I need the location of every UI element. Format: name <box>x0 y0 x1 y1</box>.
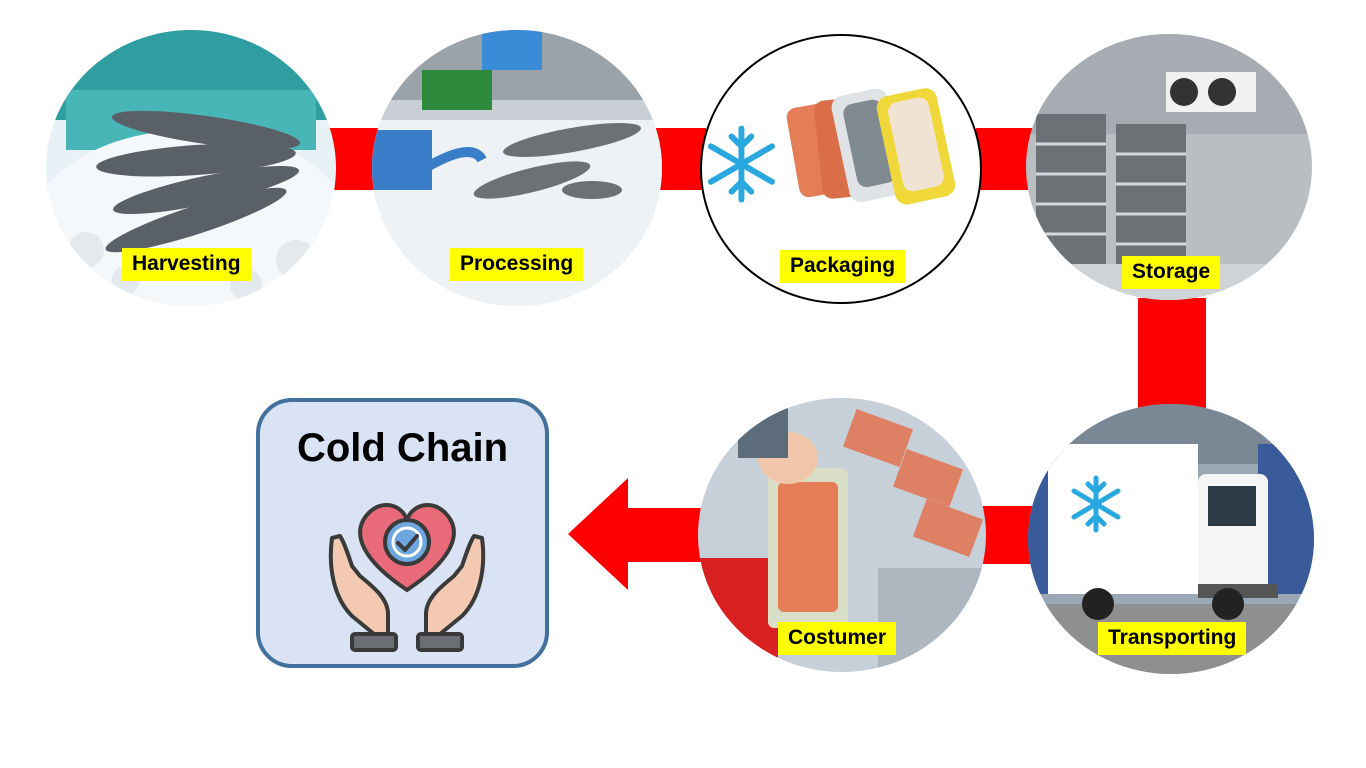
connector-process-package <box>656 128 706 190</box>
costumer-label: Costumer <box>778 622 897 655</box>
stage-processing: Processing <box>372 30 662 306</box>
hands-heart-check-icon <box>328 503 486 652</box>
cold-chain-title: Cold Chain <box>296 426 509 470</box>
stage-storage: Storage <box>1026 34 1312 300</box>
stage-packaging: Packaging <box>700 34 982 304</box>
stage-costumer: Costumer <box>698 398 986 672</box>
transporting-label: Transporting <box>1098 622 1247 655</box>
connector-storage-transport <box>1138 298 1206 408</box>
arrow-to-cold-chain <box>568 478 708 590</box>
connector-harvest-process <box>328 128 380 190</box>
packaging-label: Packaging <box>780 250 906 283</box>
refrigerated-truck-image <box>1028 404 1314 674</box>
cold-storage-room-image <box>1026 34 1312 300</box>
connector-transport-customer <box>980 506 1032 564</box>
harvesting-label: Harvesting <box>122 248 251 281</box>
cold-chain-box: Cold Chain <box>256 398 549 668</box>
processing-label: Processing <box>450 248 584 281</box>
packaged-fish-image <box>707 88 956 205</box>
connector-package-storage <box>976 128 1032 190</box>
stage-harvesting: Harvesting <box>46 30 336 306</box>
fish-on-ice-image <box>46 30 336 306</box>
stage-transporting: Transporting <box>1028 404 1314 674</box>
storage-label: Storage <box>1122 256 1221 289</box>
